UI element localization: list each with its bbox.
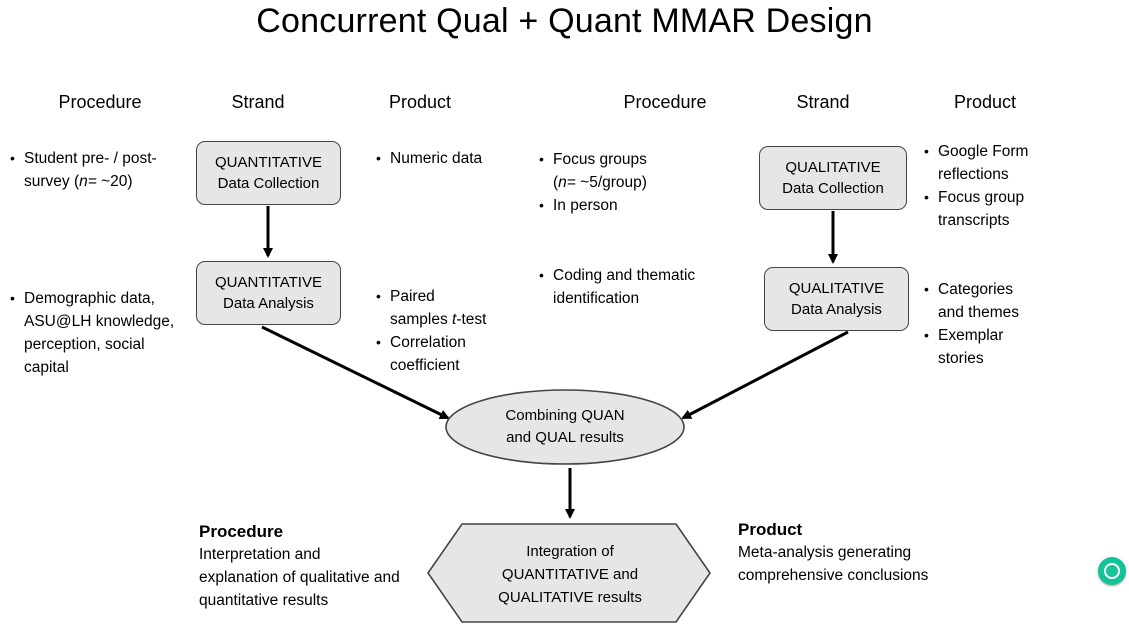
qual-analysis-line2: Data Analysis <box>791 301 882 318</box>
combine-line1: Combining QUAN <box>505 407 625 424</box>
bottom-procedure-heading: Procedure <box>199 522 284 541</box>
quant-analysis-procedure: Demographic data, ASU@LH knowledge, perc… <box>10 287 200 379</box>
bottom-procedure-line3: quantitative results <box>199 592 329 609</box>
header-strand-right: Strand <box>796 92 850 112</box>
list-item: Coding and thematic identification <box>539 264 739 310</box>
quant-analysis-line1: QUANTITATIVE <box>215 274 322 291</box>
header-strand-left: Strand <box>231 92 285 112</box>
qual-analysis-line1: QUALITATIVE <box>788 280 885 297</box>
qual-collection-box: QUALITATIVE Data Collection <box>759 146 907 210</box>
grammarly-g-glyph <box>1104 563 1120 579</box>
list-item: Student pre- / post- survey (n= ~20) <box>10 147 190 193</box>
list-item: Correlation coefficient <box>376 331 526 377</box>
list-item: Demographic data, ASU@LH knowledge, perc… <box>10 287 200 379</box>
qual-analysis-product: Categories and themes Exemplar stories <box>924 278 1084 370</box>
grammarly-icon[interactable] <box>1098 557 1126 585</box>
combine-label: Combining QUAN and QUAL results <box>446 405 684 449</box>
header-procedure-right: Procedure <box>623 92 707 112</box>
integration-line1: Integration of <box>526 543 614 560</box>
list-item: Exemplar stories <box>924 324 1084 370</box>
combine-ellipse <box>445 389 685 465</box>
bottom-procedure-line1: Interpretation and <box>199 546 321 563</box>
bottom-product: Product Meta-analysis generating compreh… <box>738 519 978 587</box>
arrow-qual-to-combine <box>681 330 849 420</box>
bottom-product-line2: comprehensive conclusions <box>738 567 929 584</box>
quant-collection-line1: QUANTITATIVE <box>215 154 322 171</box>
quant-collection-procedure: Student pre- / post- survey (n= ~20) <box>10 147 190 193</box>
quant-analysis-product: Paired samples t-test Correlation coeffi… <box>376 285 526 377</box>
integration-label: Integration of QUANTITATIVE and QUALITAT… <box>440 540 700 609</box>
list-item: In person <box>539 194 739 217</box>
quant-analysis-line2: Data Analysis <box>223 295 314 312</box>
header-procedure-left: Procedure <box>58 92 142 112</box>
list-item: Focus group transcripts <box>924 186 1084 232</box>
quant-collection-product: Numeric data <box>376 147 526 170</box>
integration-hexagon <box>427 523 711 623</box>
list-item: Focus groups (n= ~5/group) <box>539 148 739 194</box>
list-item: Categories and themes <box>924 278 1084 324</box>
bottom-product-heading: Product <box>738 520 803 539</box>
combine-line2: and QUAL results <box>506 429 624 446</box>
list-item: Numeric data <box>376 147 526 170</box>
list-item: Paired samples t-test <box>376 285 526 331</box>
integration-line2: QUANTITATIVE and <box>501 566 639 583</box>
qual-analysis-box: QUALITATIVE Data Analysis <box>764 267 909 331</box>
quant-collection-line2: Data Collection <box>217 175 320 192</box>
qual-analysis-procedure: Coding and thematic identification <box>539 264 739 310</box>
quant-collection-box: QUANTITATIVE Data Collection <box>196 141 341 205</box>
header-product-left: Product <box>388 92 452 112</box>
bottom-procedure-line2: explanation of qualitative and <box>199 569 400 586</box>
qual-collection-product: Google Form reflections Focus group tran… <box>924 140 1084 232</box>
qual-collection-procedure: Focus groups (n= ~5/group) In person <box>539 148 739 217</box>
integration-line3: QUALITATIVE results <box>498 589 642 606</box>
qual-collection-line2: Data Collection <box>782 180 884 197</box>
qual-collection-line1: QUALITATIVE <box>785 159 881 176</box>
arrow-quant-to-combine <box>261 325 450 420</box>
diagram-title: Concurrent Qual + Quant MMAR Design <box>256 2 873 40</box>
list-item: Google Form reflections <box>924 140 1084 186</box>
quant-analysis-box: QUANTITATIVE Data Analysis <box>196 261 341 325</box>
header-product-right: Product <box>953 92 1017 112</box>
bottom-product-line1: Meta-analysis generating <box>738 544 912 561</box>
bottom-procedure: Procedure Interpretation and explanation… <box>199 521 439 612</box>
